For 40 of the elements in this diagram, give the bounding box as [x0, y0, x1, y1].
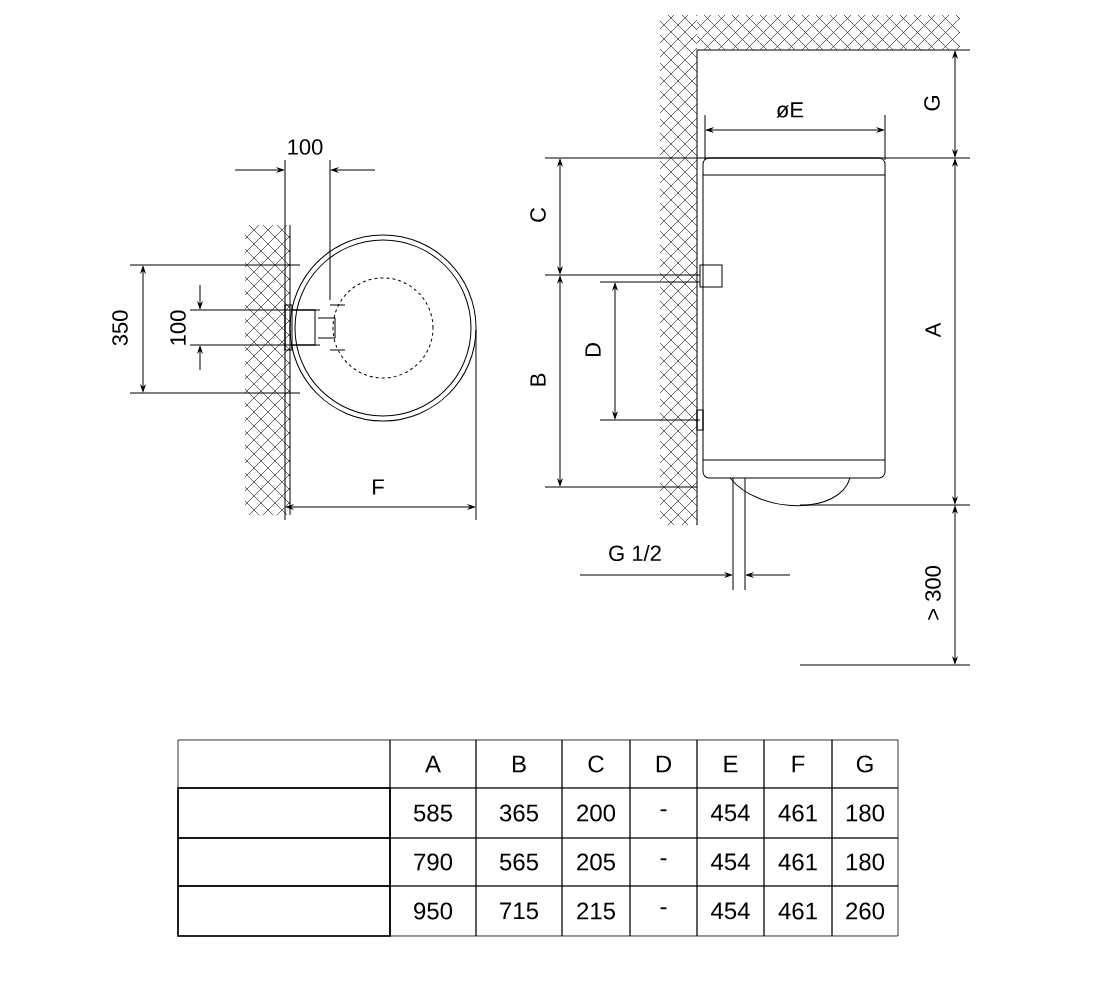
table-cell: 200	[561, 787, 631, 839]
table-cell: -	[629, 787, 698, 839]
table-cell: 454	[696, 885, 765, 937]
table-cell: 950	[389, 885, 477, 937]
table-cell: 715	[475, 885, 563, 937]
dimension-label: B	[530, 373, 546, 386]
table-cell: C	[561, 739, 631, 789]
table-cell: B	[475, 739, 563, 789]
dimension-label: G 1/2	[609, 544, 661, 562]
table-cell: -	[629, 837, 698, 887]
dimension-label: 350	[112, 310, 128, 346]
table-cell: 565	[475, 837, 563, 887]
table-cell: 461	[763, 837, 833, 887]
table-cell: 790	[389, 837, 477, 887]
table-cell: 461	[763, 787, 833, 839]
table-cell: D	[629, 739, 698, 789]
dimension-label: øE	[776, 102, 804, 118]
table-cell: 205	[561, 837, 631, 887]
table-cell: E	[696, 739, 765, 789]
table-cell: 461	[763, 885, 833, 937]
dimension-label: F	[373, 479, 384, 495]
table-cell: 215	[561, 885, 631, 937]
table-cell: A	[389, 739, 477, 789]
dimension-label: C	[530, 207, 546, 222]
table-cell: 260	[831, 885, 899, 937]
table-cell: 180	[831, 787, 899, 839]
dimension-label: 100	[170, 310, 186, 345]
table-cell: 585	[389, 787, 477, 839]
table-cell: G	[831, 739, 899, 789]
table-cell: -	[629, 885, 698, 937]
table-cell: 180	[831, 837, 899, 887]
table-cell: 365	[475, 787, 563, 839]
table-cell: F	[763, 739, 833, 789]
dimension-label: D	[585, 343, 601, 357]
dimension-label: G	[924, 96, 940, 111]
dimension-label: > 300	[925, 566, 941, 620]
dimension-label: A	[925, 322, 941, 338]
table-cell: 454	[696, 837, 765, 887]
dimension-label: 100	[288, 139, 323, 155]
table-cell: 454	[696, 787, 765, 839]
